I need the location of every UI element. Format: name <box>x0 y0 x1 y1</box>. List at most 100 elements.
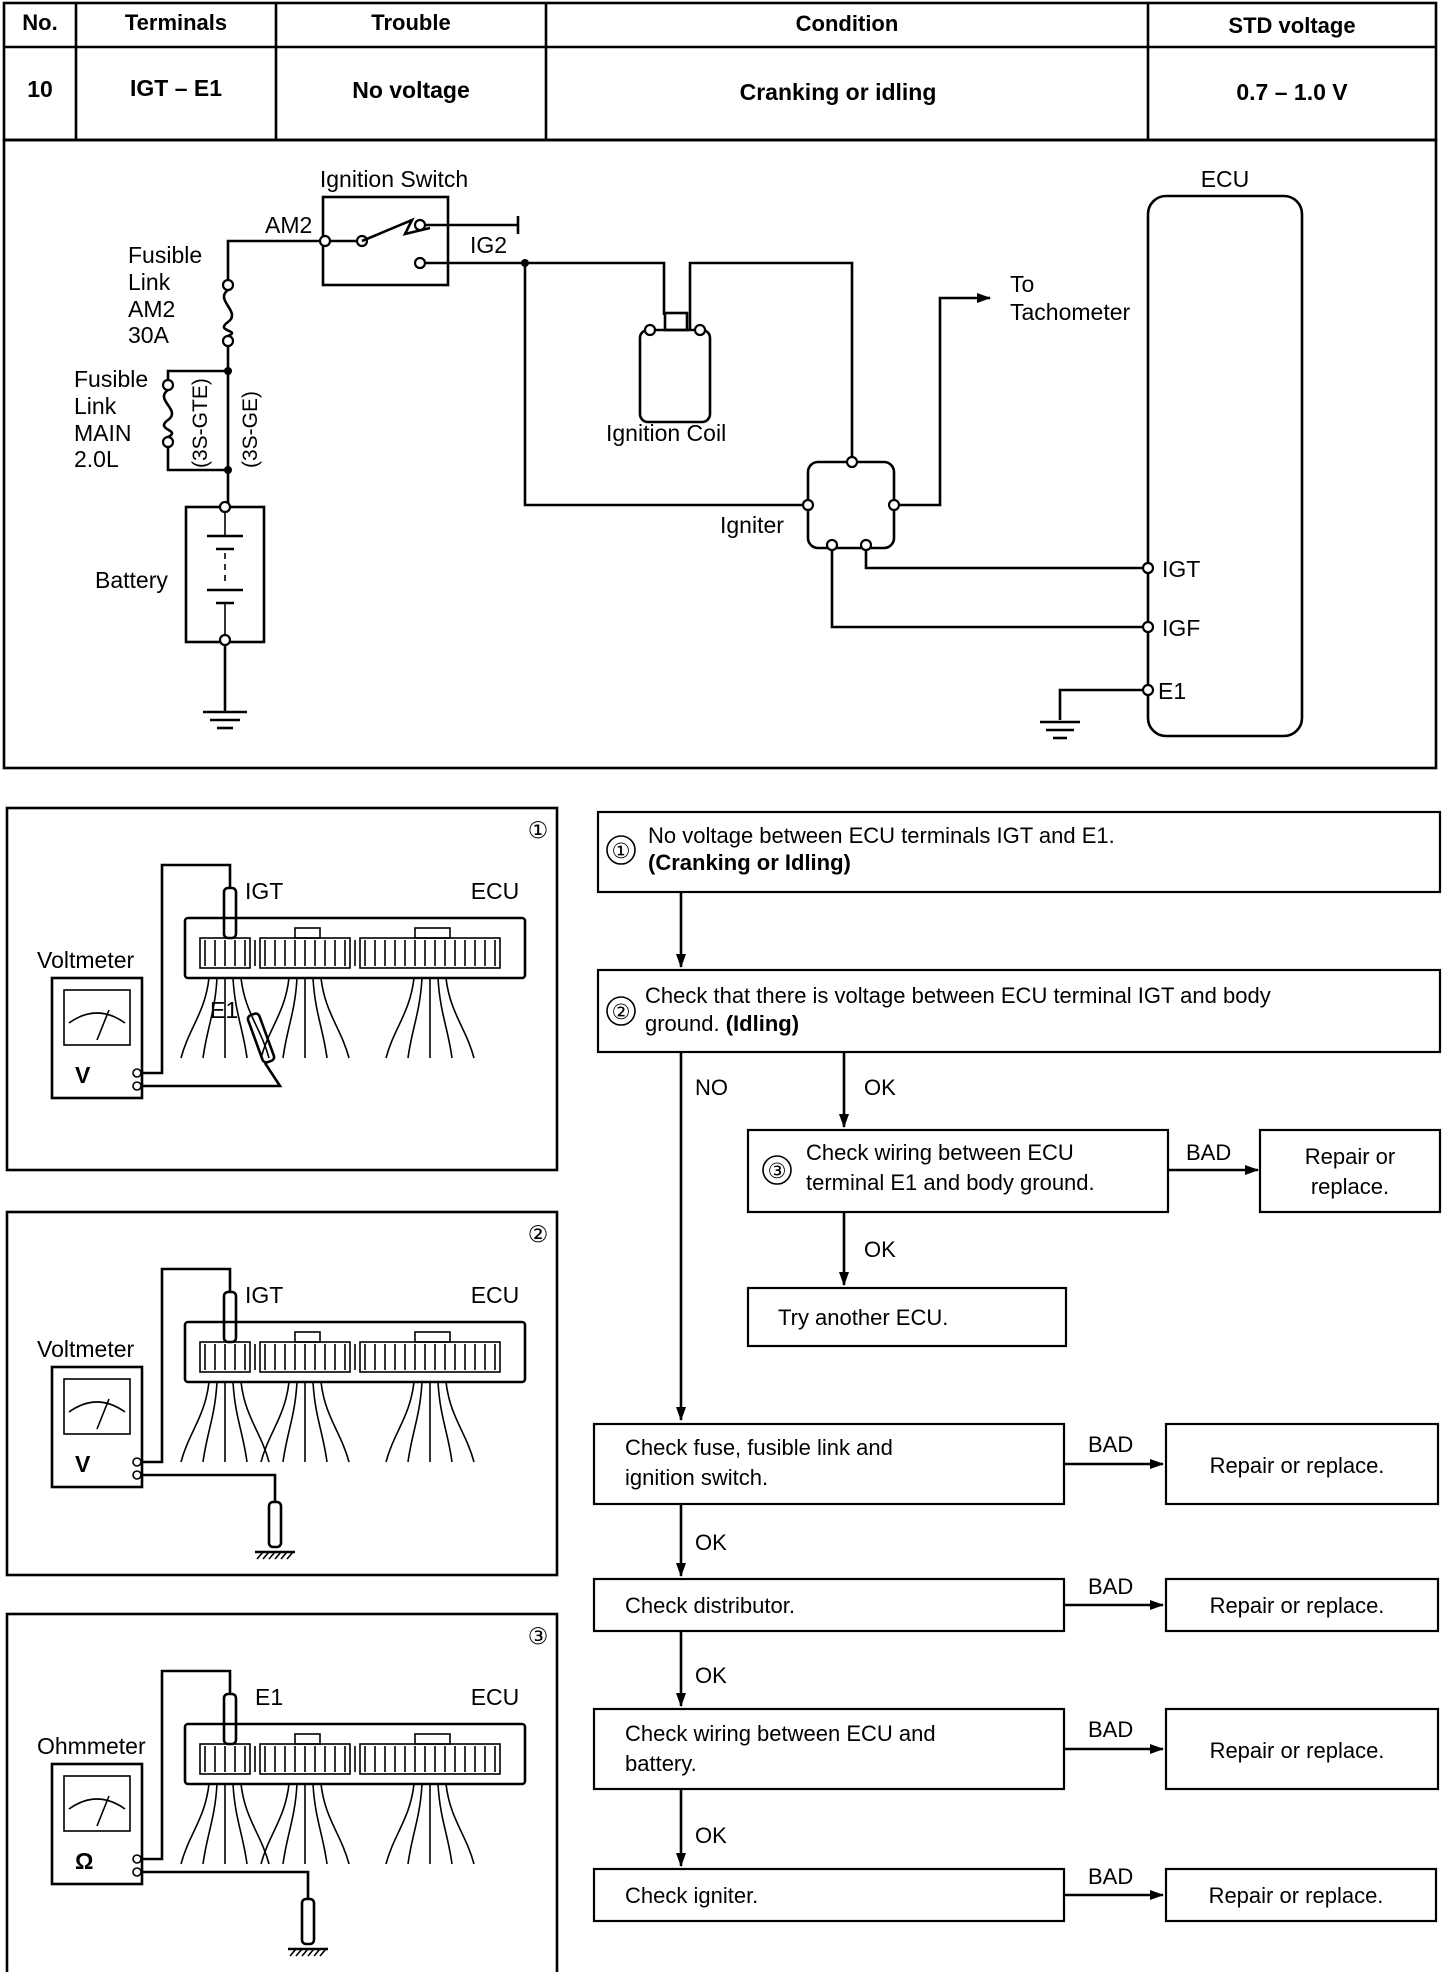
step1-line1: No voltage between ECU terminals IGT and… <box>648 823 1115 848</box>
repair-box-4 <box>1164 1707 1440 1791</box>
panel-number: ① <box>528 817 549 843</box>
repair-box-1 <box>1258 1128 1442 1214</box>
step1-number: ① <box>612 840 631 863</box>
cell-no: 10 <box>27 76 53 102</box>
fusible-link-am2-label-3: AM2 <box>128 296 175 322</box>
fuse-check-line2: ignition switch. <box>625 1465 768 1490</box>
fusible-link-am2-label-4: 30A <box>128 322 170 348</box>
ecu-box <box>1146 194 1304 738</box>
label-bad-2: BAD <box>1088 1432 1133 1457</box>
cell-condition: Cranking or idling <box>740 79 937 105</box>
igniter-box <box>806 460 896 550</box>
step2-number: ② <box>612 1001 631 1024</box>
test-probe <box>222 886 238 940</box>
repair-box-2 <box>1164 1422 1440 1506</box>
label-no: NO <box>695 1075 728 1100</box>
step3-line2: terminal E1 and body ground. <box>806 1170 1095 1195</box>
label-bad-5: BAD <box>1088 1864 1133 1889</box>
cell-std-voltage: 0.7 – 1.0 V <box>1236 79 1348 105</box>
repair-3-text: Repair or replace. <box>1210 1593 1385 1618</box>
panel-number: ③ <box>528 1623 549 1649</box>
wiring-battery-line1: Check wiring between ECU and <box>625 1721 936 1746</box>
wiring-battery-check-box <box>592 1707 1066 1791</box>
battery-label: Battery <box>95 567 168 593</box>
meter-icon <box>50 1762 144 1886</box>
step3-box <box>746 1128 1170 1214</box>
ecu-label: ECU <box>1201 166 1250 192</box>
cell-terminals: IGT – E1 <box>130 75 222 101</box>
test-probe <box>222 1290 238 1344</box>
repair-4-text: Repair or replace. <box>1210 1738 1385 1763</box>
panel-number: ② <box>528 1221 549 1247</box>
repair-5-text: Repair or replace. <box>1209 1883 1384 1908</box>
illustrations: ①ECUIGTVoltmeterVE1②ECUIGTVoltmeterV③ECU… <box>5 806 559 1972</box>
terminal-label: IGT <box>245 878 283 904</box>
label-ok-2: OK <box>864 1237 896 1262</box>
meter-symbol: Ω <box>75 1848 93 1874</box>
ecu-terminal-igt: IGT <box>1162 556 1200 582</box>
label-bad-3: BAD <box>1088 1574 1133 1599</box>
terminal-label: IGT <box>245 1282 283 1308</box>
ecu-label: ECU <box>471 1282 520 1308</box>
label-ok-1: OK <box>864 1075 896 1100</box>
am2-label: AM2 <box>265 212 312 238</box>
flowchart: ① No voltage between ECU terminals IGT a… <box>592 810 1442 1923</box>
terminal-label: E1 <box>255 1684 283 1710</box>
igniter-check-text: Check igniter. <box>625 1883 758 1908</box>
cell-trouble: No voltage <box>352 77 470 103</box>
meter-label: Voltmeter <box>37 1336 134 1362</box>
try-ecu-text: Try another ECU. <box>778 1305 948 1330</box>
ecu-label: ECU <box>471 878 520 904</box>
ecu-label: ECU <box>471 1684 520 1710</box>
to-tachometer-label-1: To <box>1010 271 1034 297</box>
wiring-battery-line2: battery. <box>625 1751 697 1776</box>
label-ok-5: OK <box>695 1823 727 1848</box>
fuse-check-line1: Check fuse, fusible link and <box>625 1435 893 1460</box>
step2-box <box>596 968 1442 1054</box>
step1-line2: (Cranking or Idling) <box>648 850 851 875</box>
header-terminals: Terminals <box>125 10 227 35</box>
meter-icon <box>50 1365 144 1489</box>
fusible-link-main-label-1: Fusible <box>74 366 148 392</box>
repair-1-line2: replace. <box>1311 1174 1389 1199</box>
fusible-link-main-label-2: Link <box>74 393 117 419</box>
label-bad-1: BAD <box>1186 1140 1231 1165</box>
repair-box-5 <box>1164 1867 1438 1923</box>
header-trouble: Trouble <box>371 10 450 35</box>
fuse-check-box <box>592 1422 1066 1506</box>
ecu-connector <box>183 1722 527 1786</box>
header-std-voltage: STD voltage <box>1228 13 1355 38</box>
meter-symbol: V <box>75 1062 91 1088</box>
spec-table: No. Terminals Trouble Condition STD volt… <box>2 1 1438 142</box>
ground-probe <box>267 1500 283 1549</box>
repair-box-3 <box>1164 1577 1440 1633</box>
fusible-link-am2-label-1: Fusible <box>128 242 202 268</box>
ignition-coil-label: Ignition Coil <box>606 420 726 446</box>
distributor-check-text: Check distributor. <box>625 1593 795 1618</box>
meter-label: Ohmmeter <box>37 1733 146 1759</box>
fusible-link-main-label-3: MAIN <box>74 420 132 446</box>
ecu-ground-icon <box>1040 720 1080 740</box>
ignition-switch-label: Ignition Switch <box>320 166 468 192</box>
label-bad-4: BAD <box>1088 1717 1133 1742</box>
meter-label: Voltmeter <box>37 947 134 973</box>
label-ok-4: OK <box>695 1663 727 1688</box>
test-probe <box>222 1692 238 1746</box>
fusible-link-main-label-4: 2.0L <box>74 446 119 472</box>
ground-icon <box>203 710 247 730</box>
step1-box <box>596 810 1442 894</box>
fusible-link-am2-label-2: Link <box>128 269 171 295</box>
igniter-label: Igniter <box>720 512 784 538</box>
label-ok-3: OK <box>695 1530 727 1555</box>
header-no: No. <box>22 10 57 35</box>
ignition-coil <box>638 311 712 424</box>
ig2-label: IG2 <box>470 232 507 258</box>
variant-3s-gte: (3S-GTE) <box>189 378 212 468</box>
to-tachometer-label-2: Tachometer <box>1010 299 1131 325</box>
ecu-terminal-e1: E1 <box>1158 678 1186 704</box>
repair-1-line1: Repair or <box>1305 1144 1395 1169</box>
